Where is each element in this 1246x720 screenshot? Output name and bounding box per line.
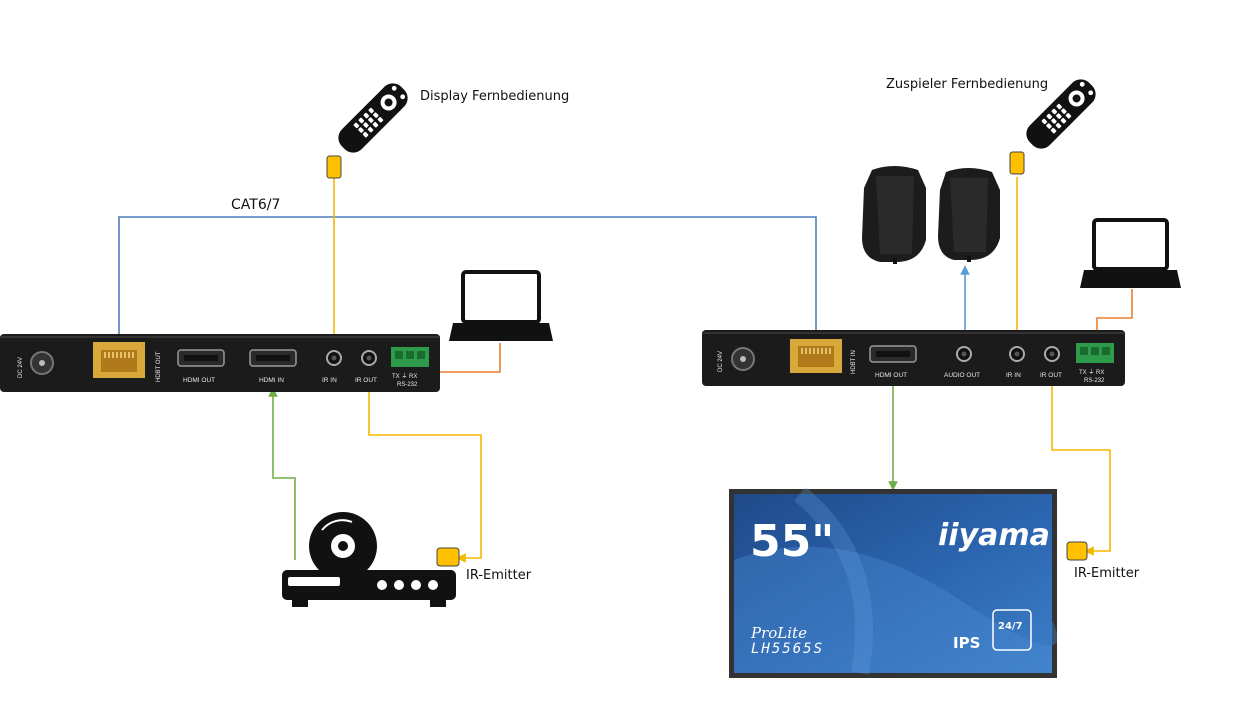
- display-size: 55": [750, 516, 834, 567]
- ir-out-line-right: [1051, 375, 1111, 556]
- rs232-line-right: [1092, 289, 1133, 345]
- iiyama-display: 55" iiyama ProLite LH5565S IPS 24/7: [729, 487, 1058, 678]
- display-series: ProLite: [750, 624, 807, 642]
- laptop-right-icon: [1080, 218, 1181, 288]
- rx-rs232-label: RS-232: [1084, 378, 1105, 384]
- display-remote-label: Display Fernbedienung: [420, 89, 570, 104]
- tx-hdbt-label: HDBT OUT: [156, 351, 162, 382]
- display-brand: iiyama: [938, 518, 1050, 553]
- display-remote-icon: [338, 83, 408, 153]
- rx-hdmi-out-label: HDMI OUT: [875, 372, 907, 379]
- tx-ir-in-label: IR IN: [322, 377, 337, 384]
- ir-emitter-right-label: IR-Emitter: [1074, 566, 1140, 581]
- tx-rs232-label: RS-232: [397, 382, 418, 388]
- ir-emitter-left-label: IR-Emitter: [466, 568, 532, 583]
- rx-rs-pins-label: TX ⏚ RX: [1079, 369, 1104, 376]
- ir-emitter-left: [436, 547, 460, 567]
- tx-dc-label: DC 24V: [18, 357, 24, 378]
- rx-hdbt-label: HDBT IN: [851, 350, 857, 374]
- media-player-icon: [282, 512, 456, 607]
- display-model: LH5565S: [751, 641, 824, 657]
- tx-ir-out-label: IR OUT: [355, 377, 377, 384]
- hdbt-receiver: DC 24V HDBT IN HDMI OUT AUDIO OUT IR IN …: [702, 330, 1125, 386]
- rx-ir-in-label: IR IN: [1006, 372, 1021, 379]
- rx-dc-label: DC 24V: [718, 351, 724, 372]
- speakers-icon: [862, 166, 1000, 264]
- laptop-left-icon: [449, 270, 553, 341]
- ir-receiver-display-remote: [326, 155, 342, 179]
- display-panel-type: IPS: [953, 634, 980, 652]
- hdbt-transmitter: DC 24V HDBT OUT HDMI OUT HDMI IN IR IN I…: [0, 334, 440, 392]
- display-badge: 24/7: [998, 621, 1023, 632]
- hdmi-in-line: [268, 387, 296, 560]
- cat-cable-line: [118, 216, 817, 364]
- rx-audio-out-label: AUDIO OUT: [944, 372, 980, 379]
- tx-hdmi-in-label: HDMI IN: [259, 377, 284, 384]
- source-remote-icon: [1026, 79, 1096, 149]
- rx-ir-out-label: IR OUT: [1040, 372, 1062, 379]
- ir-out-line-left: [368, 378, 482, 563]
- ir-emitter-right: [1066, 541, 1088, 561]
- source-remote-label: Zuspieler Fernbedienung: [886, 77, 1049, 92]
- display-badge-frame: [992, 609, 1032, 651]
- tx-hdmi-out-label: HDMI OUT: [183, 377, 215, 384]
- cable-label: CAT6/7: [231, 197, 281, 213]
- tx-rs-pins-label: TX ⏚ RX: [392, 373, 417, 380]
- rs232-line-left: [427, 343, 501, 377]
- connections: [118, 177, 1133, 563]
- ir-receiver-source-remote: [1009, 151, 1025, 175]
